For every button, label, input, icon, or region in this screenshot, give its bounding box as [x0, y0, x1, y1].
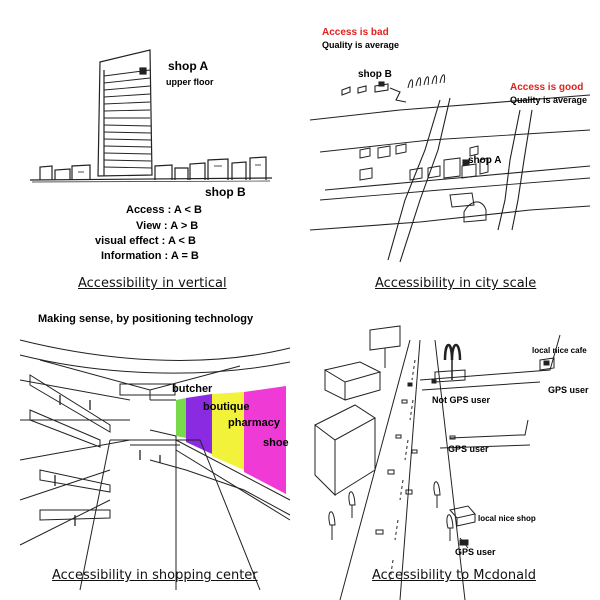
shoe-label: shoe: [263, 437, 289, 449]
city-shop-a-label: shop A: [468, 155, 502, 166]
boutique-facade: [186, 394, 212, 454]
pharmacy-facade: [212, 392, 244, 470]
gps-user-middle-label: GPS user: [448, 444, 489, 454]
panel-vertical: shop A upper floor shop B Access : A < B…: [0, 0, 300, 300]
street-sketch: [314, 325, 561, 600]
butcher-facade: [176, 398, 186, 438]
comparison-visual-effect: visual effect : A < B: [95, 235, 196, 247]
caption-vertical: Accessibility in vertical: [78, 276, 227, 291]
shoe-facade: [244, 386, 286, 494]
local-cafe-label: local nice cafe: [532, 346, 587, 355]
shop-b-label: shop B: [205, 185, 246, 199]
city-map-sketch: [309, 74, 591, 263]
access-good-label: Access is good: [510, 82, 584, 93]
shopping-title: Making sense, by positioning technology: [38, 313, 254, 325]
panel-shopping: Making sense, by positioning technology …: [0, 300, 300, 600]
comparison-information: Information : A = B: [101, 250, 199, 262]
building-sketch: [29, 49, 273, 183]
mcdonalds-arch-icon: [443, 343, 462, 361]
caption-city: Accessibility in city scale: [375, 276, 537, 291]
access-bad-label: Access is bad: [322, 27, 389, 38]
shop-a-label: shop A: [168, 59, 209, 73]
comparison-access: Access : A < B: [126, 204, 202, 216]
comparison-view: View : A > B: [136, 220, 199, 232]
local-shop-label: local nice shop: [478, 514, 536, 523]
panel-city: Access is bad Quality is average shop B …: [300, 0, 600, 300]
gps-user-bottom-label: GPS user: [455, 547, 496, 557]
boutique-label: boutique: [203, 401, 250, 413]
quality-right-label: Quality is average: [510, 95, 588, 105]
mall-atrium-sketch: [19, 339, 291, 591]
pharmacy-label: pharmacy: [228, 417, 280, 429]
quality-top-label: Quality is average: [322, 40, 400, 50]
panel-mcdonald: local nice cafe GPS user Not GPS user GP…: [300, 300, 600, 600]
city-shop-b-label: shop B: [358, 69, 392, 80]
caption-mcdonald: Accessibility to Mcdonald: [372, 568, 536, 583]
caption-shopping: Accessibility in shopping center: [52, 568, 258, 583]
gps-user-cafe-label: GPS user: [548, 385, 589, 395]
butcher-label: butcher: [172, 383, 213, 395]
upper-floor-label: upper floor: [166, 77, 214, 87]
not-gps-user-label: Not GPS user: [432, 395, 491, 405]
